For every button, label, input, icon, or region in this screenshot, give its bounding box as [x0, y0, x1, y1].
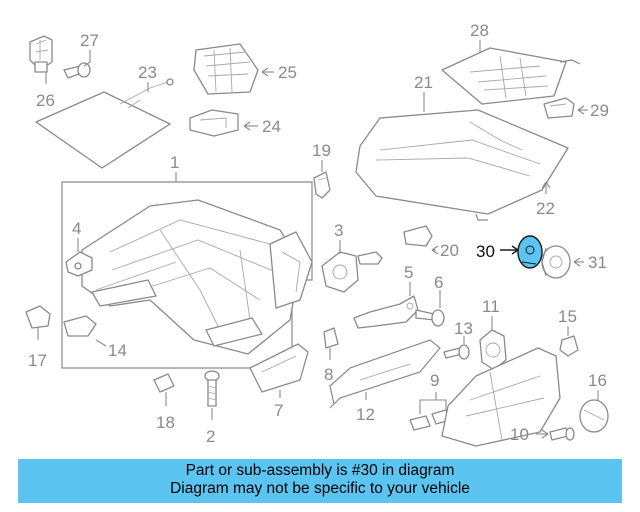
- leader-27: [83, 50, 91, 67]
- part-27-bolt: [63, 62, 91, 79]
- part-28-heater-mat: [441, 47, 581, 105]
- banner-line-2: Diagram may not be specific to your vehi…: [170, 480, 470, 497]
- callout-28: 28: [470, 21, 489, 40]
- callout-17: 17: [28, 351, 47, 370]
- part-5-bracket: [353, 295, 419, 329]
- callout-16: 16: [588, 371, 607, 390]
- callout-8: 8: [324, 365, 333, 384]
- callout-7: 7: [274, 401, 283, 420]
- info-banner: Part or sub-assembly is #30 in diagram D…: [18, 459, 622, 503]
- callout-1: 1: [170, 153, 179, 172]
- part-1-seat-frame: [61, 181, 313, 369]
- leader-9: [419, 392, 447, 414]
- callout-11: 11: [482, 297, 500, 316]
- callout-6: 6: [434, 273, 443, 292]
- part-16-cover: [579, 399, 609, 433]
- part-29-connector: [543, 97, 575, 119]
- callout-24: 24: [262, 117, 281, 136]
- callout-13: 13: [454, 319, 473, 338]
- part-25-module: [193, 43, 259, 95]
- part-6-bolt: [415, 309, 445, 327]
- part-12-cable: [329, 339, 441, 409]
- part-24-bracket: [189, 109, 239, 137]
- callout-27: 27: [80, 31, 99, 50]
- part-15-clip: [559, 335, 579, 357]
- callout-30: 30: [476, 242, 495, 261]
- callout-9: 9: [430, 371, 439, 390]
- callout-2: 2: [206, 427, 215, 446]
- callout-31: 31: [588, 253, 607, 272]
- callout-5: 5: [404, 263, 413, 282]
- part-26-clip: [29, 35, 53, 73]
- parts-diagram: 1 2 3 4 5 6 7 8 9 10 11 12 13 14 15 16 1…: [25, 21, 609, 447]
- leader-14: [95, 339, 107, 347]
- callout-14: 14: [108, 341, 127, 360]
- part-21-cushion-pad: [355, 109, 569, 221]
- callout-29: 29: [590, 101, 609, 120]
- callout-10: 10: [510, 425, 529, 444]
- callout-22: 22: [536, 199, 555, 218]
- part-17-clip: [25, 305, 51, 329]
- part-14-cover: [63, 315, 97, 337]
- callout-18: 18: [156, 413, 175, 432]
- callout-21: 21: [414, 73, 433, 92]
- part-30-highlighted-cover: [517, 235, 543, 269]
- part-side-shield: [441, 347, 561, 447]
- callout-3: 3: [334, 221, 343, 240]
- callout-23: 23: [138, 63, 157, 82]
- part-10-bolt: [549, 427, 575, 441]
- part-4-track-cover: [65, 251, 93, 277]
- part-2-bolt: [204, 370, 220, 407]
- banner-line-1: Part or sub-assembly is #30 in diagram: [185, 462, 455, 479]
- part-23-sensor-mat: [35, 78, 174, 169]
- callout-20: 20: [440, 241, 459, 260]
- callout-25: 25: [278, 63, 297, 82]
- part-7-side-trim: [249, 343, 309, 393]
- part-3-recliner: [321, 251, 383, 293]
- callout-15: 15: [558, 307, 577, 326]
- callout-19: 19: [312, 141, 331, 160]
- part-18-clip: [153, 373, 175, 393]
- part-19-clip: [313, 171, 331, 199]
- part-20-cap: [403, 225, 433, 247]
- callout-12: 12: [356, 405, 375, 424]
- part-13-bolt: [443, 344, 470, 360]
- callout-26: 26: [36, 91, 55, 110]
- callout-4: 4: [72, 219, 81, 238]
- part-8-clip: [323, 327, 339, 349]
- part-31-knob: [541, 245, 571, 279]
